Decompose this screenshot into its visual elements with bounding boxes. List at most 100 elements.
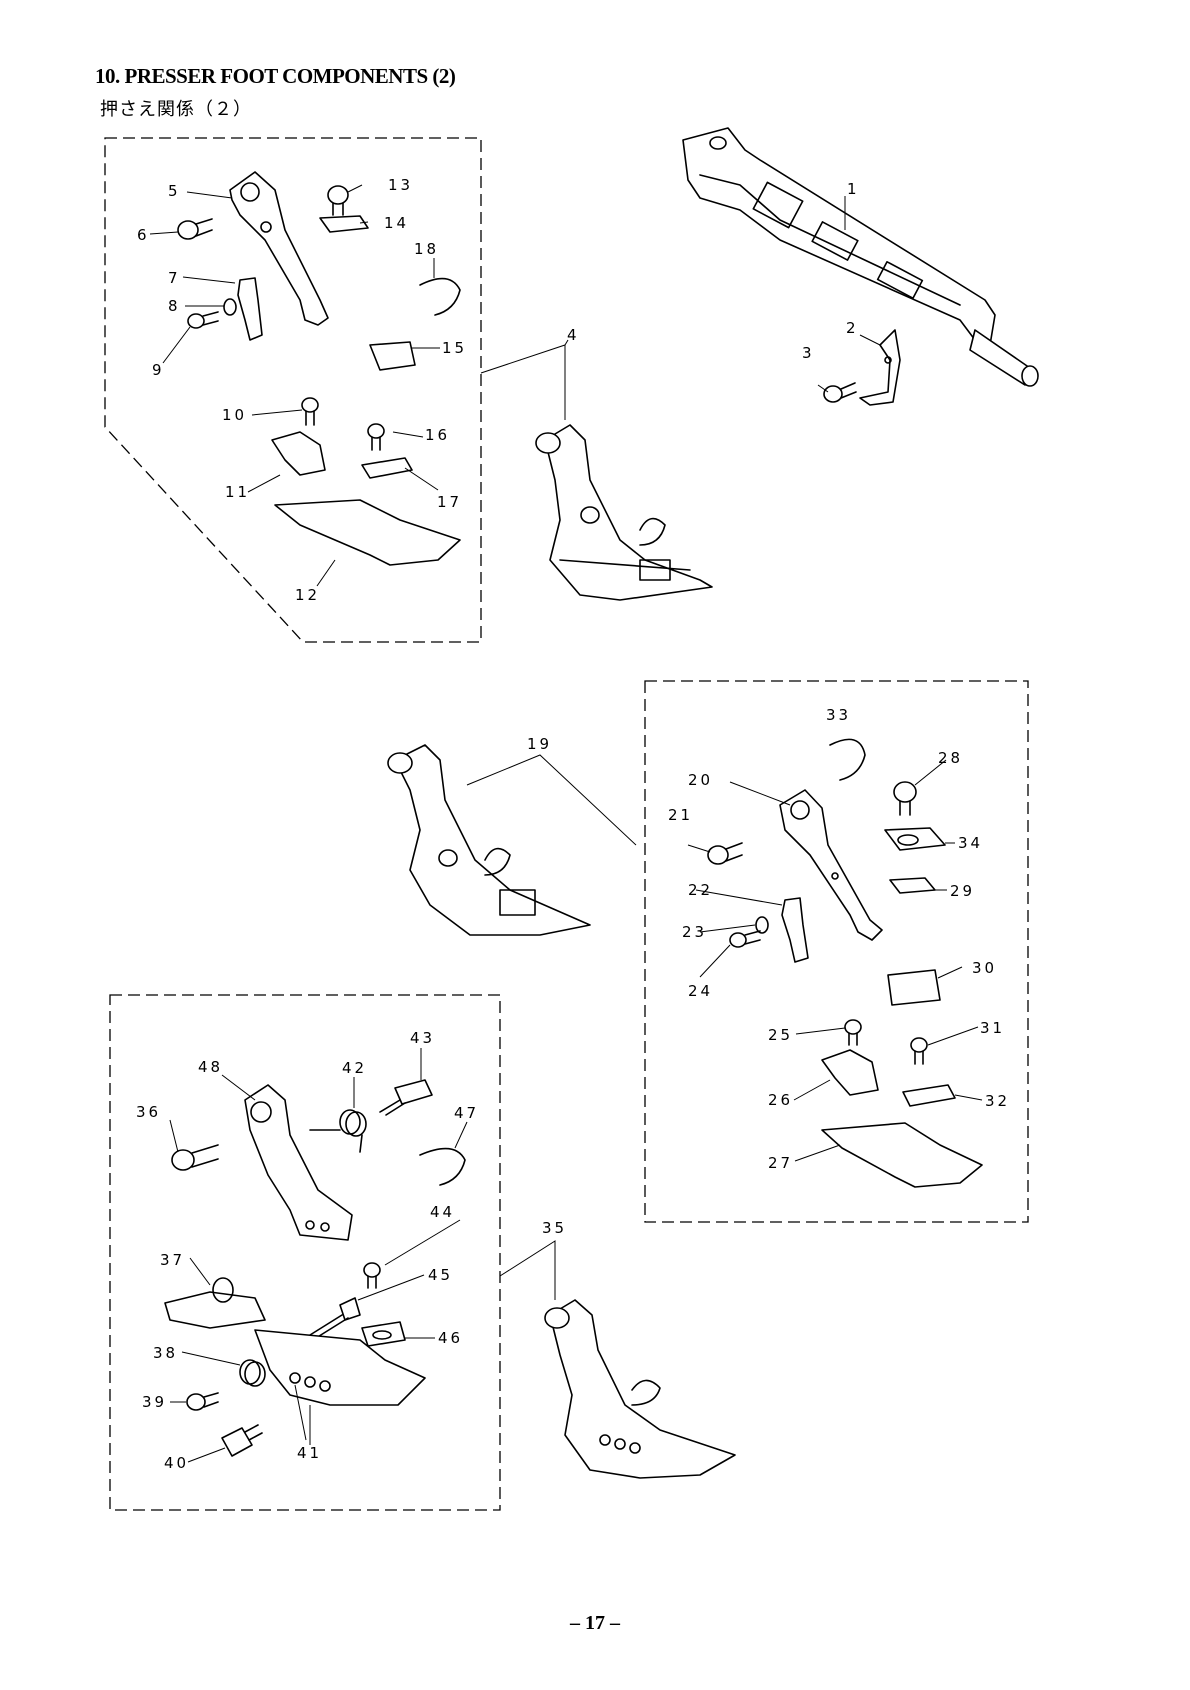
part-screw-13 [327, 185, 349, 216]
part-screw-6 [177, 218, 213, 240]
callout-34: 34 [958, 834, 983, 852]
callout-47: 47 [454, 1104, 479, 1122]
callout-36: 36 [136, 1103, 161, 1121]
part-foot-sole-41 [254, 1329, 426, 1406]
callout-32: 32 [985, 1092, 1010, 1110]
callout-9: 9 [152, 361, 165, 379]
callout-42: 42 [342, 1059, 367, 1077]
part-screw-28 [893, 781, 917, 816]
callout-10: 10 [222, 406, 247, 424]
callout-46: 46 [438, 1329, 463, 1347]
callout-3: 3 [802, 344, 815, 362]
part-spring-42 [309, 1109, 367, 1153]
callout-14: 14 [384, 214, 409, 232]
callout-30: 30 [972, 959, 997, 977]
part-presser-foot-assembly-19 [387, 744, 591, 936]
part-bracket [859, 329, 901, 406]
callout-20: 20 [688, 771, 713, 789]
part-washer-8 [223, 298, 237, 316]
callout-16: 16 [425, 426, 450, 444]
callout-7: 7 [168, 269, 181, 287]
callout-2: 2 [846, 319, 859, 337]
part-presser-bar-lever [682, 127, 1039, 387]
callout-13: 13 [388, 176, 413, 194]
part-guide-11 [271, 431, 326, 476]
part-spring-38 [239, 1359, 266, 1387]
part-screw-31 [910, 1037, 928, 1065]
part-screw-39 [186, 1392, 219, 1411]
callout-27: 27 [768, 1154, 793, 1172]
group-box-right [644, 680, 1029, 1223]
part-foot-sole-12 [274, 499, 461, 566]
callout-18: 18 [414, 240, 439, 258]
part-foot-lifter-5 [229, 171, 329, 326]
page-subtitle: 押さえ関係（２） [100, 99, 252, 120]
part-washer-29 [889, 877, 936, 894]
callout-35: 35 [542, 1219, 567, 1237]
callout-38: 38 [153, 1344, 178, 1362]
callout-12: 12 [295, 586, 320, 604]
callout-1: 1 [847, 180, 860, 198]
callout-33: 33 [826, 706, 851, 724]
part-clip-32 [902, 1084, 956, 1107]
callout-40: 40 [164, 1454, 189, 1472]
part-spring-33 [829, 738, 866, 781]
part-plate-7 [237, 277, 263, 341]
callout-11: 11 [225, 483, 250, 501]
part-screw-43 [379, 1079, 433, 1116]
part-plate-22 [781, 897, 809, 963]
page-number: – 17 – [570, 1612, 620, 1634]
part-screw-21 [707, 842, 743, 865]
callout-25: 25 [768, 1026, 793, 1044]
callout-4: 4 [567, 326, 580, 344]
callout-43: 43 [410, 1029, 435, 1047]
leader-lines [149, 184, 983, 1463]
part-foot-lifter-48 [244, 1084, 353, 1241]
part-screw-3 [823, 382, 857, 403]
page-title: 10. PRESSER FOOT COMPONENTS (2) [95, 64, 456, 88]
part-screw-10 [301, 397, 319, 426]
part-screw-44 [363, 1262, 381, 1289]
part-screw-25 [844, 1019, 862, 1046]
part-washer-14 [319, 215, 369, 233]
callout-29: 29 [950, 882, 975, 900]
part-guide-26 [821, 1049, 879, 1096]
group-box-top-left [104, 137, 482, 643]
callout-17: 17 [437, 493, 462, 511]
part-pin-40 [221, 1424, 263, 1457]
callout-39: 39 [142, 1393, 167, 1411]
callout-26: 26 [768, 1091, 793, 1109]
part-presser-foot-assembly-4 [535, 424, 713, 601]
part-guide-37 [164, 1277, 266, 1329]
part-screw-45 [309, 1297, 361, 1339]
callout-24: 24 [688, 982, 713, 1000]
part-spring-18 [419, 277, 461, 316]
callout-15: 15 [442, 339, 467, 357]
group-box-bottom-left [109, 994, 501, 1511]
callout-19: 19 [527, 735, 552, 753]
callout-8: 8 [168, 297, 181, 315]
callout-48: 48 [198, 1058, 223, 1076]
callout-45: 45 [428, 1266, 453, 1284]
callout-23: 23 [682, 923, 707, 941]
part-plate-34 [884, 827, 946, 851]
part-spring-47 [419, 1147, 466, 1186]
part-holder-30 [887, 969, 941, 1006]
callout-37: 37 [160, 1251, 185, 1269]
part-holder-15 [369, 341, 416, 371]
callout-6: 6 [137, 226, 150, 244]
part-screw-9 [187, 311, 219, 329]
part-screw-36 [171, 1144, 219, 1171]
part-foot-sole-27 [821, 1122, 983, 1188]
callout-21: 21 [668, 806, 693, 824]
part-foot-lifter-20 [779, 789, 883, 941]
part-washer-23 [755, 916, 769, 934]
part-screw-16 [367, 423, 385, 451]
callout-44: 44 [430, 1203, 455, 1221]
part-presser-foot-assembly-35 [544, 1299, 736, 1479]
part-clip-46 [361, 1321, 406, 1347]
part-clip-17 [361, 457, 413, 479]
callout-41: 41 [297, 1444, 322, 1462]
callout-numbers: 1 2 3 4 5 6 7 8 9 10 11 12 13 14 15 16 1… [136, 176, 1010, 1472]
part-screw-24 [729, 930, 761, 948]
